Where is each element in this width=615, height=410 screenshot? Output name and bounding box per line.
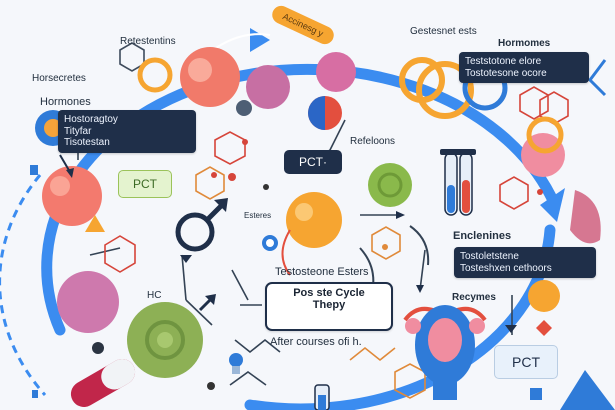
info-box-left-line3: Tisotestan	[64, 137, 110, 148]
info-box-left-line1: Hostoragtoy	[64, 114, 118, 125]
info-box-right-mid-line1: Tostoletstene	[460, 251, 519, 262]
label-receymes: Recymes	[452, 292, 496, 303]
lightbulb-icon	[229, 353, 243, 374]
label-enclenines: Enclenines	[453, 230, 512, 242]
info-box-right-top-line1: Teststotone elore	[465, 56, 542, 67]
label-after-courses: After courses ofi h.	[270, 336, 362, 348]
info-box-right-top: Teststotone elore Tostotesone ocore	[459, 52, 589, 83]
label-hc: HC	[147, 290, 162, 301]
info-box-left-line2: Tityfar	[64, 125, 92, 137]
info-box-right-mid: Tostoletstene Tosteshxen cethoors	[454, 247, 596, 278]
male-symbol-icon	[175, 198, 228, 252]
pct-center-badge: PCT·	[284, 150, 342, 174]
atom-dots	[92, 139, 543, 390]
molecule-structures	[104, 42, 569, 399]
hormone-spheres	[35, 47, 565, 378]
ring-arrowhead-icon	[540, 188, 565, 222]
post-cycle-line1: Pos ste Cycle	[293, 287, 365, 299]
label-horsecretes: Horsecretes	[32, 73, 86, 84]
label-hormones-right: Hormomes	[498, 38, 551, 49]
label-hormones-left: Hormones	[40, 96, 91, 108]
pct-left-badge: PCT	[118, 170, 172, 198]
label-testosterone-esters: Testosteone Esters	[275, 266, 369, 278]
pct-right-badge: PCT	[494, 345, 558, 379]
info-box-left: Hostoragtoy Tityfar Tisotestan	[58, 110, 196, 153]
ring-top-arrow-icon	[250, 28, 270, 52]
label-refeloons: Refeloons	[350, 136, 396, 147]
decorative-shapes	[30, 59, 615, 410]
label-retestentins: Retestentins	[120, 36, 176, 47]
test-tubes-icon	[314, 149, 476, 410]
post-cycle-line2: Thepy	[312, 299, 346, 311]
info-box-right-mid-line2: Tosteshxen cethoors	[460, 262, 552, 274]
capsule-icon	[70, 359, 136, 407]
label-esteres: Esteres	[244, 211, 272, 220]
label-gestesnet: Gestesnet ests	[410, 26, 477, 37]
uterus-icon	[403, 305, 487, 400]
post-cycle-therapy-card: Pos ste Cycle Thepy	[265, 282, 393, 331]
info-box-right-top-line2: Tostotesone ocore	[465, 67, 547, 79]
